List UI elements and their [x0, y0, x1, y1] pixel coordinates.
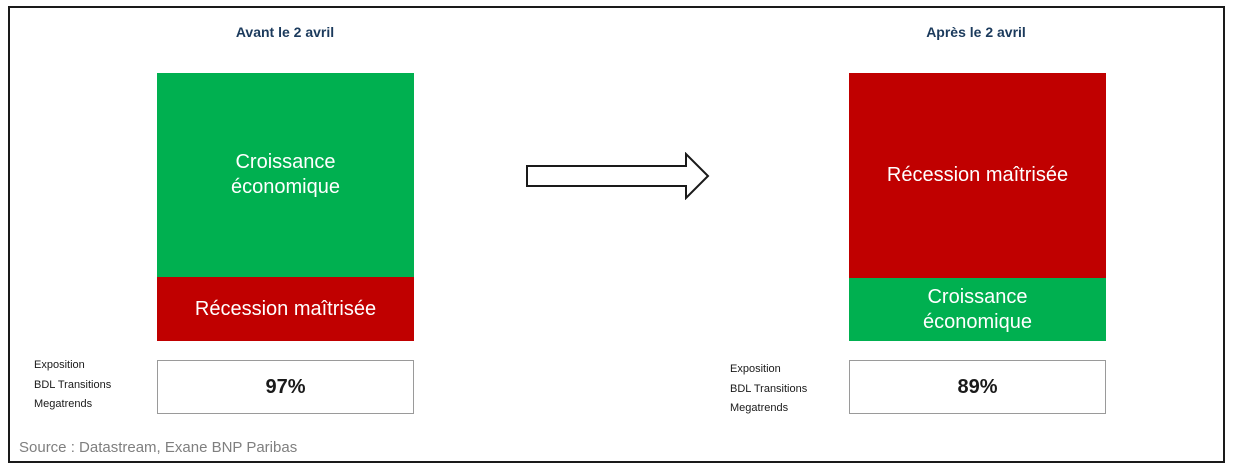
before-recession-block: Récession maîtrisée — [157, 277, 414, 341]
before-growth-block: Croissance économique — [157, 73, 414, 277]
after-growth-block: Croissance économique — [849, 278, 1106, 341]
before-exposure-label-line2: BDL Transitions — [34, 378, 112, 391]
after-exposure-label: Exposition BDL Transitions Megatrends — [730, 360, 807, 419]
after-exposure-label-line1: Exposition — [730, 363, 781, 375]
before-exposure-label-line3: Megatrends — [34, 398, 93, 410]
before-exposure-label: Exposition BDL Transitions Megatrends — [34, 356, 111, 415]
after-recession-label: Récession maîtrisée — [886, 164, 1069, 186]
after-growth-label-line1: Croissance — [927, 285, 1028, 308]
after-growth-label-line2: économique — [923, 310, 1032, 333]
after-exposure-box: 89% — [849, 360, 1106, 414]
before-exposure-value: 97% — [265, 375, 306, 398]
before-exposure-box: 97% — [157, 360, 414, 414]
after-exposure-value: 89% — [957, 375, 998, 398]
before-title: Avant le 2 avril — [235, 24, 335, 40]
after-exposure-label-line2: BDL Transitions — [730, 382, 808, 395]
before-growth-label-line2: économique — [231, 176, 340, 198]
source-note: Source : Datastream, Exane BNP Paribas — [19, 439, 298, 456]
after-exposure-label-line3: Megatrends — [730, 402, 789, 414]
after-recession-block: Récession maîtrisée — [849, 73, 1106, 278]
before-exposure-label-line1: Exposition — [34, 359, 85, 371]
after-title: Après le 2 avril — [926, 24, 1026, 40]
right-arrow-icon — [526, 152, 710, 200]
before-recession-label: Récession maîtrisée — [194, 297, 377, 320]
before-growth-label-line1: Croissance — [235, 151, 336, 173]
